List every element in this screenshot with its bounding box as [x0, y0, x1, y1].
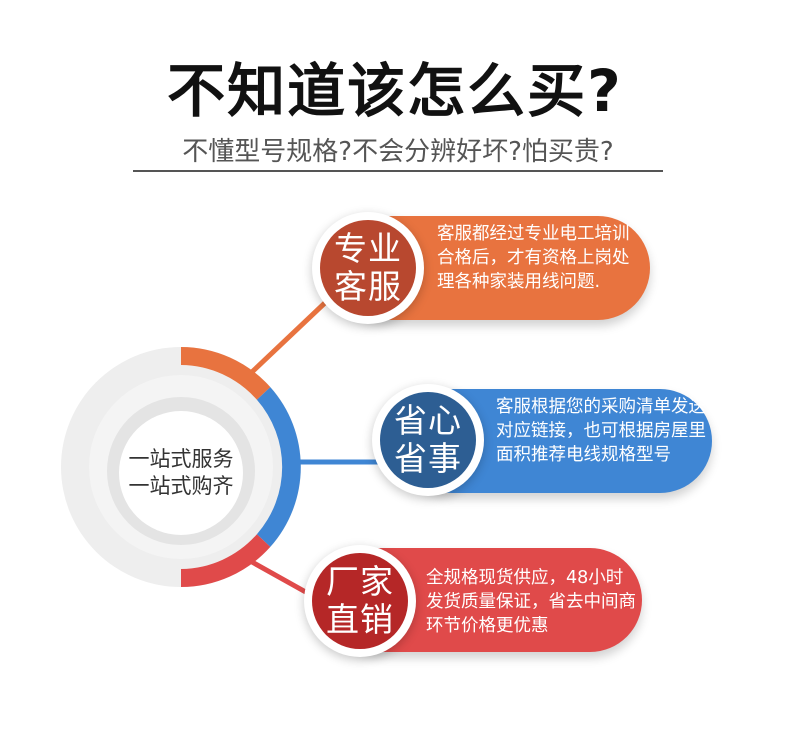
badge-line-1: 省心 [394, 401, 462, 440]
hub-line-1: 一站式服务 [128, 447, 234, 471]
connector-line-orange [250, 298, 330, 374]
badge-line-1: 厂家 [326, 562, 394, 601]
badge-line-1: 专业 [334, 229, 402, 268]
feature-description: 客服都经过专业电工培训合格后，才有资格上岗处理各种家装用线问题. [437, 224, 630, 292]
feature-description: 全规格现货供应，48小时发货质量保证，省去中间商环节价格更优惠 [426, 568, 636, 636]
feature-badge-factory-direct: 厂家 直销 [304, 545, 416, 657]
badge-line-2: 客服 [334, 267, 402, 306]
page-subtitle: 不懂型号规格?不会分辨好坏?怕买贵? [133, 134, 663, 172]
feature-badge-professional-service: 专业 客服 [312, 212, 424, 324]
feature-description: 客服根据您的采购清单发送对应链接，也可根据房屋里面积推荐电线规格型号 [496, 397, 706, 465]
hub-center-circle: 一站式服务 一站式购齐 [119, 411, 243, 535]
feature-badge-inner: 省心 省事 [380, 392, 476, 488]
badge-line-2: 省事 [394, 439, 462, 478]
ring-segment-orange [181, 347, 271, 400]
ring-segment-blue [256, 387, 301, 547]
feature-badge-inner: 厂家 直销 [312, 553, 408, 649]
feature-badge-inner: 专业 客服 [320, 220, 416, 316]
hub-line-2: 一站式购齐 [128, 474, 234, 498]
ring-segment-red [181, 534, 271, 587]
page-title: 不知道该怎么买? [167, 57, 623, 125]
badge-line-2: 直销 [326, 600, 394, 639]
feature-badge-convenience: 省心 省事 [372, 384, 484, 496]
